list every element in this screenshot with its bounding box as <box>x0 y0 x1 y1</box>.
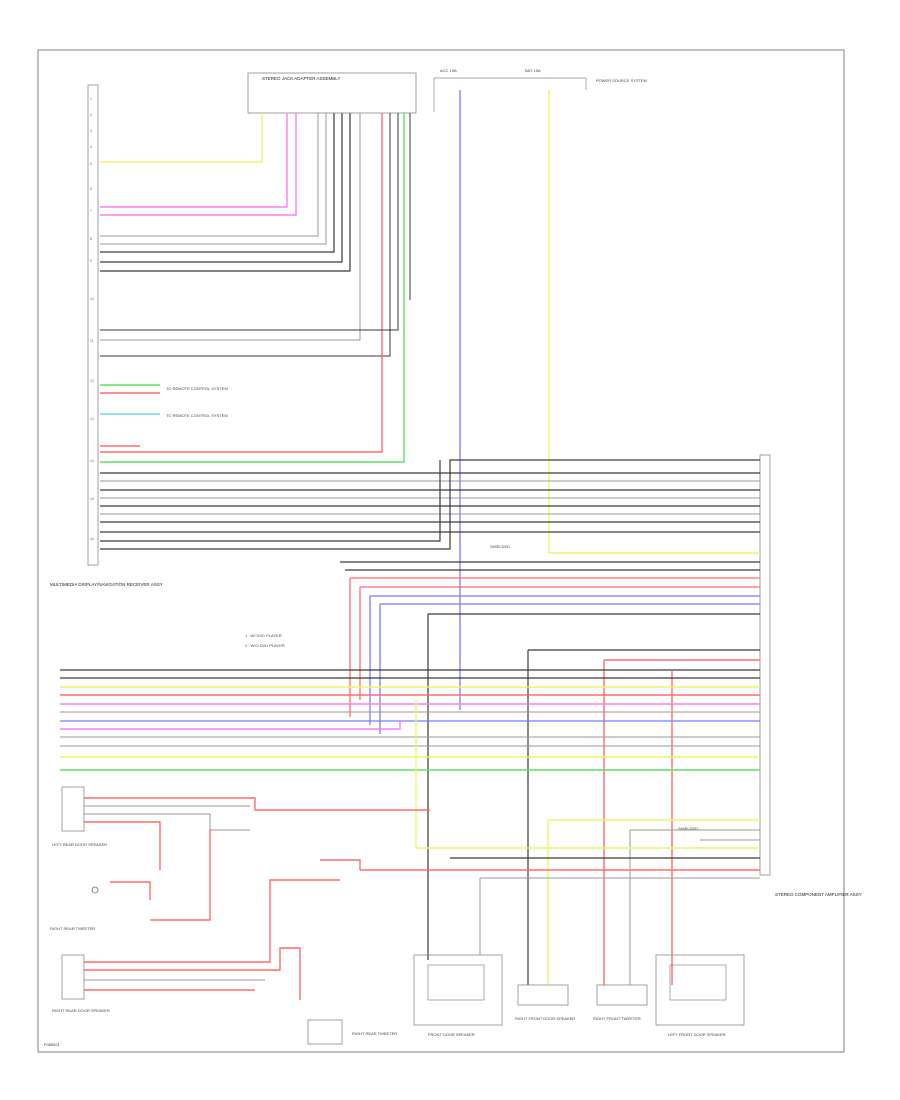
wire-gray-1 <box>100 113 319 237</box>
wire-black-1 <box>100 113 335 253</box>
wire-red-r4 <box>359 586 760 700</box>
left-rear-speaker-label: LEFT REAR DOOR SPEAKER <box>52 842 107 847</box>
wire-black-3 <box>100 113 351 272</box>
svg-text:12: 12 <box>90 379 94 383</box>
left-module-box <box>87 84 99 566</box>
wire-red-spk-10 <box>110 881 151 900</box>
svg-text:10: 10 <box>90 297 94 301</box>
fuse-acc-label: ACC 15A <box>440 68 457 73</box>
wire-gray-2 <box>100 113 327 245</box>
power-source-note: POWER SOURCE SYSTEM <box>596 78 647 83</box>
wire-gray-r14 <box>479 877 760 955</box>
wire-pink-b11 <box>60 720 401 730</box>
svg-text:15: 15 <box>90 497 94 501</box>
footer-code: F085521 <box>44 1042 61 1047</box>
left-ext-label-2: TO REMOTE CONTROL SYSTEM <box>166 413 228 418</box>
right-module-box <box>759 454 771 876</box>
right-front-tweeter-box <box>596 984 648 1006</box>
wire-red-spk-5 <box>150 830 211 921</box>
svg-text:5: 5 <box>90 162 92 166</box>
shielded-label-2: SHIELDED <box>678 826 698 831</box>
wire-black-r7 <box>427 613 760 960</box>
wire-pink-2 <box>100 113 297 216</box>
top-module-label: STEREO JACK ADAPTER ASSEMBLY <box>262 76 340 81</box>
svg-text:9: 9 <box>90 259 92 263</box>
wire-black-l9 <box>100 460 441 542</box>
right-rear-speaker-box <box>61 954 85 1000</box>
front-door-speaker-box <box>413 954 503 1026</box>
wire-yellow-top <box>100 113 263 163</box>
legend-line-1: 1 : W/ DVD PLAYER <box>245 633 282 638</box>
right-rear-tweeter-box <box>307 1019 343 1045</box>
right-module-label: STEREO COMPONENT AMPLIFIER ASSY <box>775 892 862 897</box>
wire-red-spk-7 <box>84 947 301 1000</box>
legend-line-2: 2 : W/O DVD PLAYER <box>245 643 285 648</box>
fuse-bus <box>433 77 587 112</box>
wire-blue-r6 <box>379 603 760 734</box>
svg-text:3: 3 <box>90 129 92 133</box>
wire-black-4 <box>100 113 391 357</box>
right-rear-speaker-label: RIGHT REAR DOOR SPEAKER <box>52 1008 110 1013</box>
right-front-tweeter-label: RIGHT FRONT TWEETER <box>593 1016 641 1021</box>
svg-text:1: 1 <box>90 97 92 101</box>
svg-text:2: 2 <box>90 113 92 117</box>
left-module-label: MULTIMEDIA DISPLAY/NAVIGATION RECEIVER A… <box>50 582 163 587</box>
wire-pink-1 <box>100 113 288 208</box>
front-door-speaker-inner <box>427 964 485 1001</box>
wire-red-spk-4 <box>84 821 161 870</box>
wire-yellow-r11 <box>415 700 760 849</box>
wire-green-top <box>100 113 405 463</box>
wire-red-b2 <box>603 659 760 985</box>
svg-text:7: 7 <box>90 209 92 213</box>
wire-black-l10 <box>100 459 760 550</box>
left-rear-speaker-box <box>61 786 85 832</box>
svg-text:6: 6 <box>90 187 92 191</box>
wire-red-spk-1 <box>84 797 430 811</box>
wire-gray-spk-3 <box>84 813 250 831</box>
svg-text:11: 11 <box>90 339 94 343</box>
diagram-frame <box>37 49 845 1053</box>
shielded-label-1: SHIELDED <box>490 544 510 549</box>
wire-gray-r9 <box>629 829 760 985</box>
wire-yellow-fuse <box>548 90 760 554</box>
svg-text:4: 4 <box>90 145 92 149</box>
svg-text:8: 8 <box>90 237 92 241</box>
right-rear-tweeter-label: RIGHT REAR TWEETER <box>50 926 95 931</box>
wire-red-spk-11 <box>320 859 361 870</box>
wire-gray-3 <box>100 113 361 341</box>
left-front-speaker-inner <box>669 964 727 1001</box>
wire-red-spk-6 <box>84 879 340 963</box>
center-speaker-label: RIGHT FRONT DOOR SPEAKER <box>515 1016 575 1021</box>
wire-black-2 <box>100 113 343 263</box>
right-rear-tweeter-bottom-label: RIGHT REAR TWEETER <box>352 1031 397 1036</box>
wire-yellow-r8 <box>547 819 760 985</box>
wire-black-b1 <box>527 649 760 985</box>
center-speaker-box <box>517 984 569 1006</box>
svg-text:16: 16 <box>90 537 94 541</box>
left-front-speaker-label: LEFT FRONT DOOR SPEAKER <box>668 1032 726 1037</box>
svg-text:13: 13 <box>90 417 94 421</box>
wire-black-jack-1 <box>100 113 399 331</box>
wire-red-top <box>100 113 383 453</box>
left-ext-label-1: TO REMOTE CONTROL SYSTEM <box>166 386 228 391</box>
front-door-speaker-label: FRONT DOOR SPEAKER <box>428 1032 475 1037</box>
left-front-speaker-box <box>655 954 745 1026</box>
wire-red-r3 <box>349 577 760 717</box>
top-module-box <box>247 72 417 114</box>
svg-text:14: 14 <box>90 459 94 463</box>
ground-symbol-left <box>91 886 99 894</box>
fuse-bat-label: BAT 15A <box>525 68 541 73</box>
